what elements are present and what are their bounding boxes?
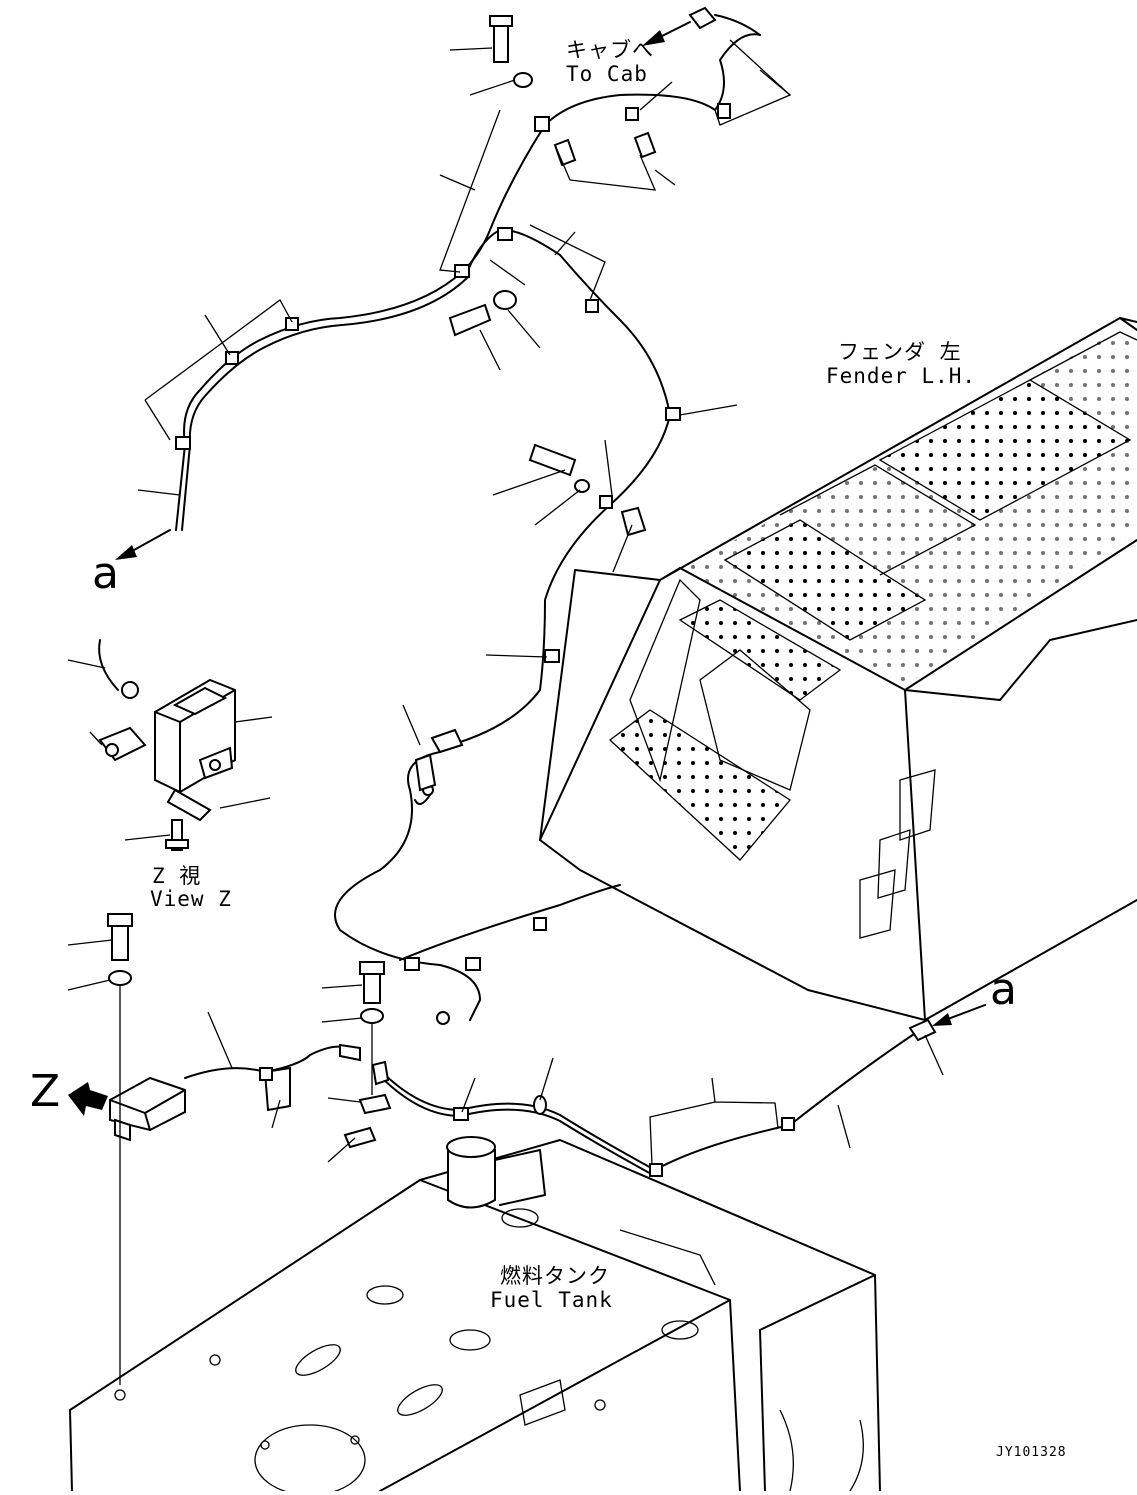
leader-lines bbox=[67, 39, 944, 1166]
fender-label-ja: フェンダ 左 bbox=[838, 340, 962, 364]
lower-harness bbox=[107, 913, 937, 1385]
fuel-tank bbox=[69, 1136, 881, 1495]
fuel-tank-label-ja: 燃料タンク bbox=[500, 1264, 610, 1288]
reference-a-left: a bbox=[92, 548, 119, 599]
upper-harness bbox=[175, 6, 761, 1025]
view-z-label-en: View Z bbox=[150, 887, 232, 911]
view-z-label-ja: Z 視 bbox=[152, 864, 202, 888]
to-cab-label-ja: キャブへ bbox=[566, 38, 654, 62]
view-z-assembly bbox=[98, 639, 236, 851]
fender-label-en: Fender L.H. bbox=[826, 364, 977, 388]
reference-a-right: a bbox=[990, 964, 1017, 1015]
drawing-code: JY101328 bbox=[996, 1445, 1067, 1460]
view-marker-z: Z bbox=[30, 1066, 61, 1117]
to-cab-label-en: To Cab bbox=[566, 62, 648, 86]
arrows bbox=[68, 21, 986, 1116]
fuel-tank-label-en: Fuel Tank bbox=[490, 1288, 613, 1312]
